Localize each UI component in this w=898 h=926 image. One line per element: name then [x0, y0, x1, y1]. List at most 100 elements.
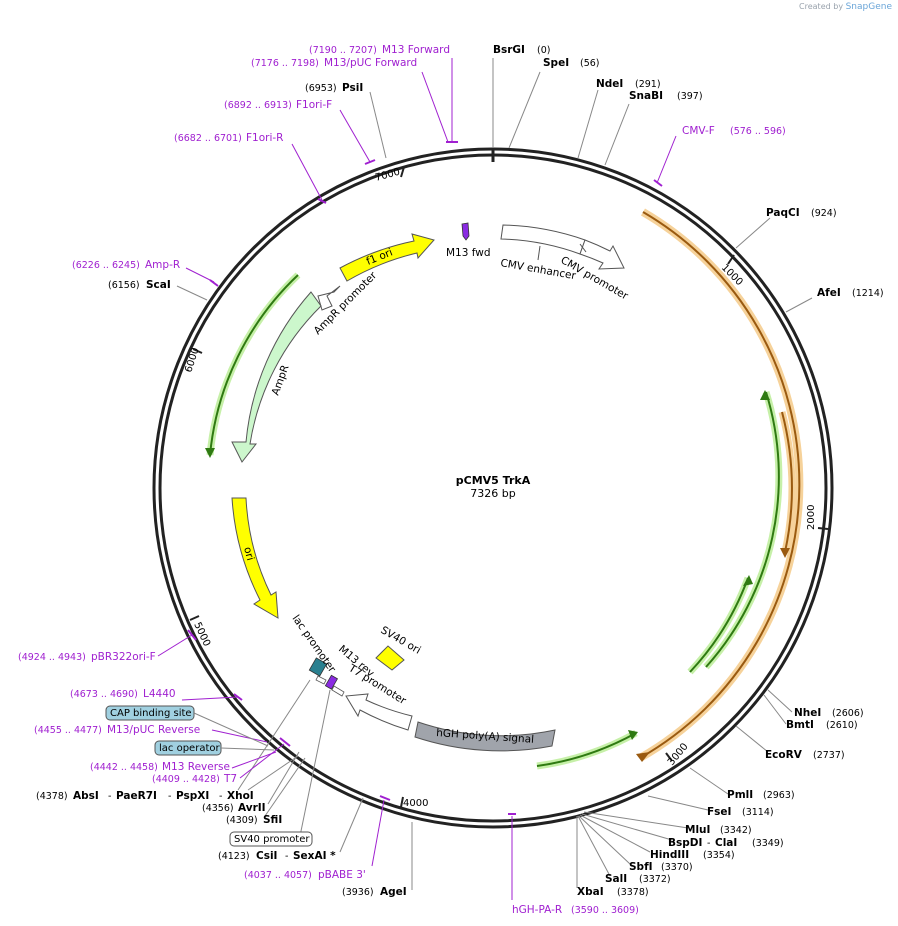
enzyme-clai-dash: -	[707, 838, 710, 849]
enzyme-paer7i-dash: -	[108, 791, 111, 802]
orf-orange-arc	[636, 208, 804, 762]
primer-f1ori-r-range: (6682 .. 6701)	[174, 133, 242, 144]
enzyme-paqci: PaqCI	[766, 207, 800, 219]
enzyme-avrii-pos: (4356)	[202, 803, 234, 814]
primer-m13puc-rev-range: (4455 .. 4477)	[34, 725, 102, 736]
primer-t7: T7	[223, 773, 237, 785]
sv40-ori-feature: SV40 ori	[375, 624, 423, 671]
enzyme-bmti: BmtI	[786, 719, 814, 731]
orf-green-right-short	[687, 575, 753, 675]
hgh-polya-feature: hGH poly(A) signal	[414, 721, 556, 752]
sv40-promoter-label: SV40 promoter	[234, 834, 310, 845]
primer-m13fwd: M13 Forward	[382, 44, 450, 56]
m13-fwd-label: M13 fwd	[446, 247, 491, 259]
primer-l4440-range: (4673 .. 4690)	[70, 689, 138, 700]
enzyme-pspxi: PspXI	[176, 790, 209, 802]
enzyme-leaders	[176, 58, 813, 890]
enzyme-nhei-pos: (2606)	[832, 708, 864, 719]
enzyme-fsei: FseI	[707, 806, 731, 818]
enzyme-sbfi-pos: (3370)	[661, 862, 693, 873]
enzyme-nhei: NheI	[794, 707, 821, 719]
primer-pbr322-range: (4924 .. 4943)	[18, 652, 86, 663]
enzyme-bspdi-pos: (3349)	[752, 838, 784, 849]
enzyme-absi-pos: (4378)	[36, 791, 68, 802]
plasmid-size: 7326 bp	[470, 487, 515, 500]
enzyme-bsrgi: BsrGI	[493, 44, 525, 56]
ori-label: ori	[241, 546, 256, 562]
enzyme-hindiii: HindIII	[650, 849, 689, 861]
enzyme-afei-pos: (1214)	[852, 288, 884, 299]
enzyme-bspdi: BspDI	[668, 837, 702, 849]
primer-pbr322: pBR322ori-F	[91, 651, 156, 663]
enzyme-spei-pos: (56)	[580, 58, 600, 69]
enzyme-sfii: SfiI	[263, 814, 282, 826]
primer-t7-range: (4409 .. 4428)	[152, 774, 220, 785]
enzyme-labels: BsrGI (0) SpeI (56) NdeI (291) SnaBI (39…	[36, 44, 884, 898]
enzyme-agei: AgeI	[380, 886, 407, 898]
enzyme-afei: AfeI	[817, 287, 841, 299]
enzyme-scai: ScaI	[146, 279, 171, 291]
t7-promoter-feature	[345, 693, 413, 731]
primer-m13puc-rev: M13/pUC Reverse	[107, 724, 200, 736]
enzyme-mlui-pos: (3342)	[720, 825, 752, 836]
enzyme-pmli: PmlI	[727, 789, 753, 801]
enzyme-ndei: NdeI	[596, 78, 623, 90]
enzyme-paqci-pos: (924)	[811, 208, 837, 219]
enzyme-pmli-pos: (2963)	[763, 790, 795, 801]
enzyme-sexai: SexAI *	[293, 850, 336, 862]
enzyme-csii-pos: (4123)	[218, 851, 250, 862]
enzyme-ecorv-pos: (2737)	[813, 750, 845, 761]
orf-green-left	[205, 272, 301, 458]
primer-m13rev-range: (4442 .. 4458)	[90, 762, 158, 773]
primer-pbabe3-range: (4037 .. 4057)	[244, 870, 312, 881]
tick-label-2000: 2000	[806, 505, 817, 530]
orf-green-bottom	[536, 729, 638, 770]
tick-label-6000: 6000	[183, 346, 201, 374]
enzyme-xhoi-dash: -	[219, 791, 222, 802]
enzyme-avrii: AvrII	[238, 802, 266, 814]
enzyme-snabi-pos: (397)	[677, 91, 703, 102]
scale-ticks	[189, 149, 829, 808]
enzyme-spei: SpeI	[543, 57, 569, 69]
credit-prefix: Created by	[799, 2, 844, 11]
cmv-enhancer-feature: CMV enhancer	[499, 224, 586, 282]
primer-ampr-range: (6226 .. 6245)	[72, 260, 140, 271]
primer-cmvf-range: (576 .. 596)	[730, 126, 786, 137]
primer-m13rev: M13 Reverse	[162, 761, 230, 773]
f1-ori-feature: f1 ori	[339, 233, 435, 282]
sv40-promoter-box: SV40 promoter	[229, 831, 313, 847]
enzyme-hindiii-pos: (3354)	[703, 850, 735, 861]
enzyme-sexai-dash: -	[285, 851, 288, 862]
primer-hgh-pa-r: hGH-PA-R	[512, 904, 562, 916]
enzyme-clai: ClaI	[715, 837, 737, 849]
primer-pbabe3: pBABE 3'	[318, 869, 366, 881]
enzyme-sali-pos: (3372)	[639, 874, 671, 885]
enzyme-scai-pos: (6156)	[108, 280, 140, 291]
enzyme-ndei-pos: (291)	[635, 79, 661, 90]
lac-operator-label: lac operator	[159, 743, 220, 754]
plasmid-name: pCMV5 TrkA	[456, 474, 531, 487]
enzyme-sali: SalI	[605, 873, 627, 885]
enzyme-fsei-pos: (3114)	[742, 807, 774, 818]
primer-hgh-pa-r-range: (3590 .. 3609)	[571, 905, 639, 916]
primer-f1ori-f-range: (6892 .. 6913)	[224, 100, 292, 111]
primer-m13fwd-range: (7190 .. 7207)	[309, 45, 377, 56]
primer-f1ori-f: F1ori-F	[296, 99, 332, 111]
enzyme-pspxi-dash: -	[168, 791, 171, 802]
ampr-feature: AmpR	[231, 291, 322, 463]
enzyme-xbai-pos: (3378)	[617, 887, 649, 898]
snapgene-credit: Created by SnapGene	[799, 2, 892, 12]
lac-operator-box: lac operator	[154, 740, 275, 756]
primer-labels: (7190 .. 7207) M13 Forward (7176 .. 7198…	[18, 44, 786, 916]
primer-ampr: Amp-R	[145, 259, 180, 271]
primer-f1ori-r: F1ori-R	[246, 132, 283, 144]
enzyme-absi: AbsI	[73, 790, 99, 802]
enzyme-paer7i: PaeR7I	[116, 790, 157, 802]
enzyme-bmti-pos: (2610)	[826, 720, 858, 731]
cap-site-box: CAP binding site	[105, 705, 269, 747]
enzyme-snabi: SnaBI	[629, 90, 663, 102]
enzyme-psii: PsiI	[342, 82, 363, 94]
enzyme-xbai: XbaI	[577, 886, 604, 898]
primer-markers	[187, 141, 663, 815]
enzyme-xhoi: XhoI	[227, 790, 254, 802]
